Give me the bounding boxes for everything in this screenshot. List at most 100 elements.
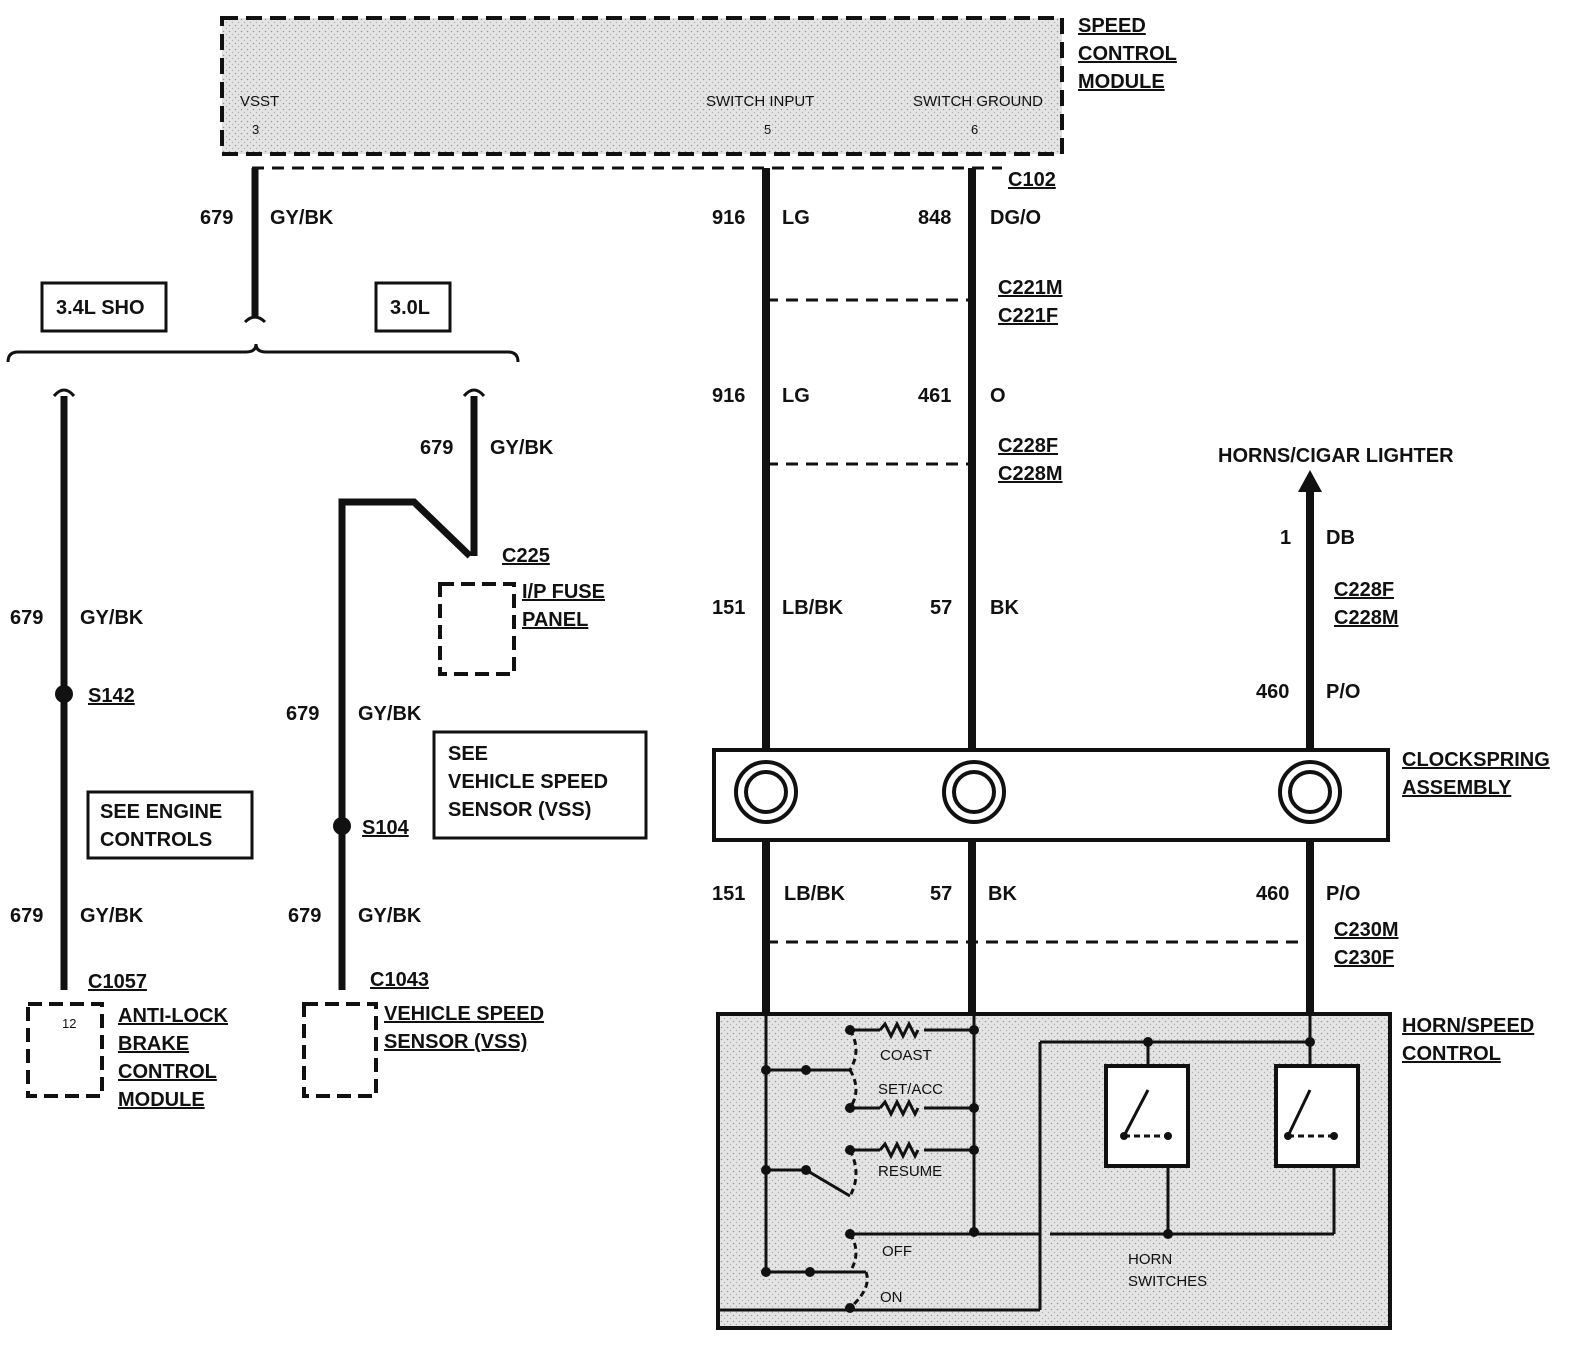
wire-679-trunk-color: GY/BK (270, 207, 334, 229)
abs-module-label: ANTI-LOCK BRAKE CONTROL MODULE (118, 1005, 229, 1111)
see-engine-line2: CONTROLS (100, 829, 212, 851)
pin-switch-ground-label: SWITCH GROUND (913, 93, 1043, 110)
wire-916-mid-color: LG (782, 385, 810, 407)
wire-679-v6-mid-circuit: 679 (286, 703, 319, 725)
see-engine-box (86, 790, 254, 860)
switch-circuitry (718, 1014, 1336, 1312)
svg-text:CONTROL: CONTROL (118, 1061, 217, 1083)
horn-switch-2 (1274, 1064, 1360, 1168)
wire-679-sho-lower-circuit: 679 (10, 905, 43, 927)
wire-151-lower-color: LB/BK (784, 883, 846, 905)
wire-461-color: O (990, 385, 1006, 407)
svg-text:ANTI-LOCK: ANTI-LOCK (118, 1005, 229, 1027)
svg-text:MODULE: MODULE (1078, 71, 1165, 93)
horn-arrow-icon (1298, 470, 1322, 492)
wire-679-v6-loop (338, 498, 473, 990)
variant-sho-box (40, 281, 168, 333)
wire-848-color: DG/O (990, 207, 1041, 229)
abs-pin-number: 12 (62, 1016, 76, 1031)
wire-460-lower-circuit: 460 (1256, 883, 1289, 905)
wire-461-circuit: 461 (918, 385, 951, 407)
clockspring-assembly (712, 748, 1390, 842)
horn-speed-line1: HORN/SPEED (1402, 1015, 1534, 1037)
wire-57-lower-circuit: 57 (930, 883, 952, 905)
pin-switch-ground-number: 6 (971, 122, 978, 137)
splice-s104-label: S104 (362, 817, 410, 839)
c228m-right-label: C228M (1334, 607, 1398, 629)
wire-57-circuit: 57 (930, 597, 952, 619)
c230f-label: C230F (1334, 947, 1394, 969)
svg-text:CONTROL: CONTROL (1078, 43, 1177, 65)
wire-679-v6-top-circuit: 679 (420, 437, 453, 459)
horn-switches-line2: SWITCHES (1128, 1273, 1207, 1290)
splice-s104 (333, 817, 351, 835)
horn-switch-1 (1104, 1064, 1190, 1168)
v6-connector-mark (462, 388, 486, 398)
wire-679-sho-lower-color: GY/BK (80, 905, 144, 927)
see-vss-box (432, 730, 648, 840)
wire-679-v6-top-color: GY/BK (490, 437, 554, 459)
wire-916-circuit: 916 (712, 207, 745, 229)
c225-label: C225 (502, 545, 550, 567)
splice-s142-label: S142 (88, 685, 135, 707)
clockspring-coil-1 (734, 760, 798, 824)
wire-848-circuit: 848 (918, 207, 951, 229)
horns-destination: HORNS/CIGAR LIGHTER (1218, 445, 1454, 467)
svg-text:BRAKE: BRAKE (118, 1033, 189, 1055)
wire-1-circuit: 1 (1280, 527, 1291, 549)
c228f-label: C228F (998, 435, 1058, 457)
wire-679-v6-low-color: GY/BK (358, 905, 422, 927)
wire-1-color: DB (1326, 527, 1355, 549)
clockspring-coil-2 (942, 760, 1006, 824)
wire-460-circuit: 460 (1256, 681, 1289, 703)
c228f-right-label: C228F (1334, 579, 1394, 601)
switch-nodes (761, 1025, 1338, 1313)
wire-679-trunk-circuit: 679 (200, 207, 233, 229)
horn-speed-line2: CONTROL (1402, 1043, 1501, 1065)
wire-57-lower-color: BK (988, 883, 1017, 905)
wire-679-sho-color: GY/BK (80, 607, 144, 629)
off-label: OFF (882, 1243, 912, 1260)
sho-connector-mark (52, 388, 76, 398)
see-vss-line3: SENSOR (VSS) (448, 799, 591, 821)
pin-vsst-label: VSST (240, 93, 279, 110)
wire-460-color: P/O (1326, 681, 1360, 703)
ip-fuse-line2: PANEL (522, 609, 588, 631)
c230m-label: C230M (1334, 919, 1398, 941)
vss-box (302, 1002, 378, 1098)
variant-30l-label: 3.0L (390, 297, 430, 319)
wire-151-color: LB/BK (782, 597, 844, 619)
wire-679-v6-low-circuit: 679 (288, 905, 321, 927)
horn-speed-control-box (716, 1012, 1392, 1330)
clockspring-coil-3 (1278, 760, 1342, 824)
splice-s142 (55, 685, 73, 703)
variant-sho-label: 3.4L SHO (56, 297, 145, 319)
clockspring-line1: CLOCKSPRING (1402, 749, 1550, 771)
wire-151-lower-circuit: 151 (712, 883, 745, 905)
clockspring-line2: ASSEMBLY (1402, 777, 1512, 799)
pin-switch-input-number: 5 (764, 122, 771, 137)
wire-679-sho-circuit: 679 (10, 607, 43, 629)
see-engine-line1: SEE ENGINE (100, 801, 222, 823)
variant-brace (6, 343, 520, 363)
wire-460-lower-color: P/O (1326, 883, 1360, 905)
ip-fuse-panel-box (438, 582, 516, 676)
wire-57-color: BK (990, 597, 1019, 619)
on-label: ON (880, 1289, 903, 1306)
set-acc-label: SET/ACC (878, 1081, 943, 1098)
module-title: SPEED CONTROL MODULE (1078, 15, 1177, 93)
variant-30l-box (374, 281, 452, 333)
c1043-label: C1043 (370, 969, 429, 991)
pin-vsst-number: 3 (252, 122, 259, 137)
abs-module-box (26, 1002, 104, 1098)
resume-label: RESUME (878, 1163, 942, 1180)
c102-label: C102 (1008, 169, 1056, 191)
coast-label: COAST (880, 1047, 932, 1064)
svg-text:MODULE: MODULE (118, 1089, 205, 1111)
c221f-label: C221F (998, 305, 1058, 327)
see-vss-line2: VEHICLE SPEED (448, 771, 608, 793)
pin-switch-input-label: SWITCH INPUT (706, 93, 814, 110)
c1057-label: C1057 (88, 971, 147, 993)
svg-text:SPEED: SPEED (1078, 15, 1146, 37)
